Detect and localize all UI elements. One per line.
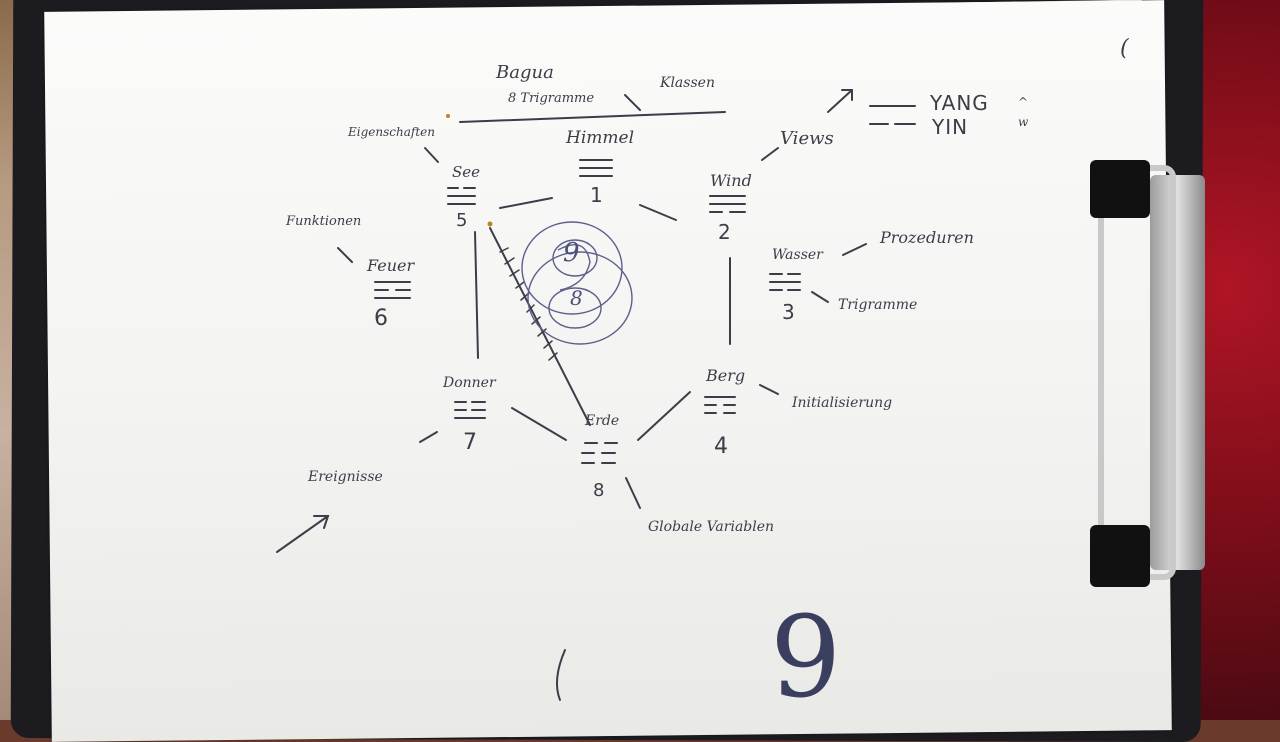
annotation-erde: Globale Variablen <box>648 519 775 535</box>
trigram-see-number: 5 <box>456 210 468 231</box>
annotation-feuer: Funktionen <box>286 214 362 229</box>
trigram-donner-name: Donner <box>443 375 496 391</box>
annotation-berg: Initialisierung <box>792 395 893 411</box>
trigram-wasser-lines <box>769 273 801 291</box>
legend-yang-mark: ^ <box>1018 95 1029 109</box>
page-mark: ( <box>1120 36 1129 61</box>
header-underline <box>459 111 726 123</box>
clip-cap-bottom <box>1090 525 1150 587</box>
center-number: 9 <box>563 238 580 268</box>
ladder-ticks <box>499 247 558 361</box>
clip-plate <box>1150 175 1205 570</box>
legend-yin: YIN <box>932 115 969 139</box>
annotation-wasser: Prozeduren <box>880 228 974 247</box>
trigram-donner-number: 7 <box>463 430 477 455</box>
trigram-wind-name: Wind <box>710 171 752 190</box>
trigram-feuer-name: Feuer <box>367 256 415 275</box>
trigram-erde-lines <box>581 442 618 464</box>
legend-arrow <box>827 89 853 113</box>
trigram-donner-lines <box>454 401 486 419</box>
annotation-wasser-lines: Trigramme <box>838 297 918 313</box>
trigram-erde-number: 8 <box>593 480 605 501</box>
trigram-berg-name: Berg <box>706 366 746 385</box>
trigram-wasser-name: Wasser <box>772 247 823 263</box>
trigram-see-name: See <box>452 163 481 181</box>
trigram-feuer-number: 6 <box>374 306 388 331</box>
header-title: Bagua <box>496 62 554 83</box>
page-number: 9 <box>770 593 842 723</box>
trigram-see-lines <box>447 187 476 205</box>
clip-cap-top <box>1090 160 1150 218</box>
annotation-wind: Views <box>780 128 834 149</box>
annotation-donner: Ereignisse <box>308 469 383 485</box>
trigram-berg-number: 4 <box>714 434 728 459</box>
annotation-see: Eigenschaften <box>348 125 435 139</box>
ink-sketch <box>276 89 916 701</box>
trigram-wind-lines <box>709 195 746 213</box>
legend-yin-mark: w <box>1018 115 1029 129</box>
legend-yang: YANG <box>930 91 989 115</box>
trigram-berg-lines <box>704 396 736 414</box>
trigram-wind-number: 2 <box>718 220 731 244</box>
trigram-himmel-name: Himmel <box>566 128 634 148</box>
trigram-himmel-number: 1 <box>590 183 603 207</box>
trigram-wasser-number: 3 <box>782 300 795 324</box>
center-inner-number: 8 <box>570 286 583 310</box>
trigram-feuer-lines <box>374 281 411 299</box>
header-subtitle: 8 Trigramme <box>508 91 595 106</box>
donner-arrow <box>276 515 330 553</box>
trigram-himmel-lines <box>579 159 613 177</box>
trigram-erde-name: Erde <box>585 413 620 429</box>
header-classes-label: Klassen <box>660 75 715 91</box>
center-scribble <box>521 221 633 345</box>
ink-dot <box>487 221 493 227</box>
